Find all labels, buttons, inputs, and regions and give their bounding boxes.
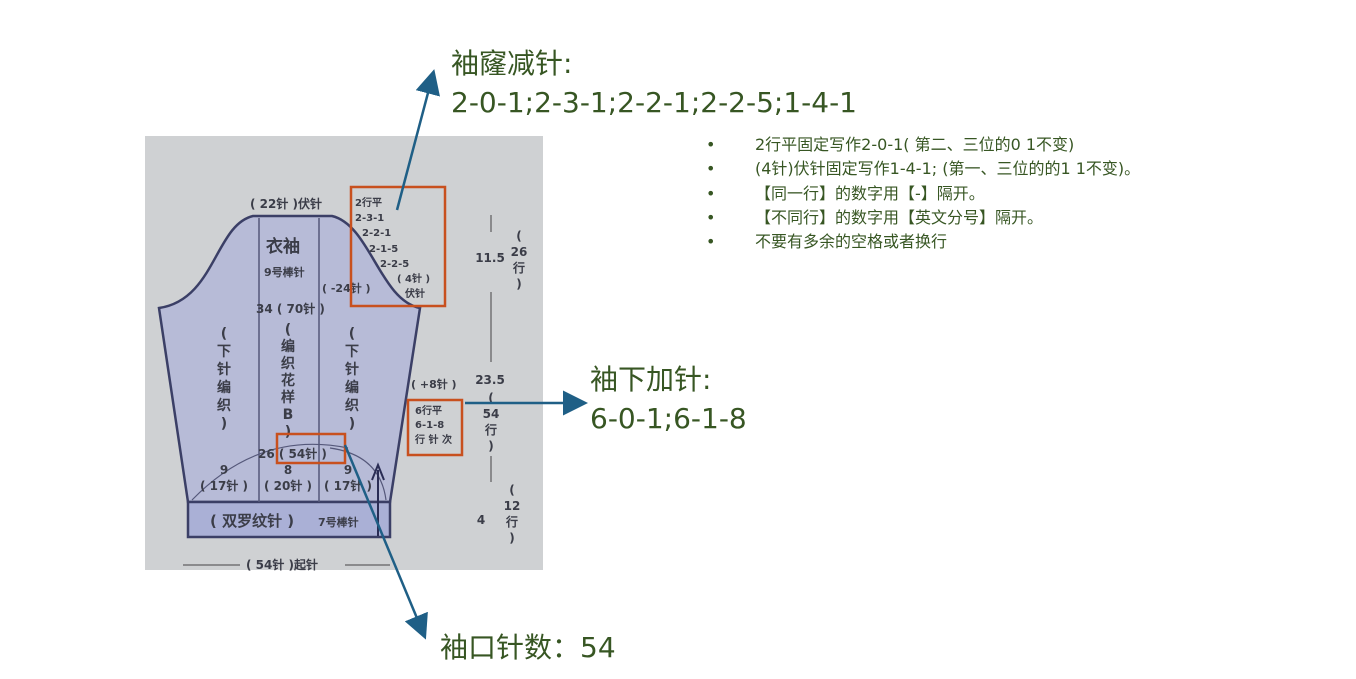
cap-row: ( 4针 ) — [397, 272, 430, 285]
note-item: • 【不同行】的数字用【英文分号】隔开。 — [706, 206, 1140, 230]
height-body-rows: ( — [488, 391, 493, 405]
underarm-title: 袖下加针: — [590, 363, 712, 396]
bullet-icon: • — [706, 232, 716, 252]
cuff-highlight-box — [275, 432, 347, 465]
armhole-arrow — [395, 69, 440, 211]
height-rib-rows: ) — [509, 531, 514, 545]
bullet-icon: • — [706, 135, 716, 154]
sleeve-title: 衣袖 — [266, 236, 300, 257]
left-panel-text: 编 — [217, 379, 231, 396]
bullet-icon: • — [706, 159, 716, 179]
increase-label: ( +8针 ) — [411, 377, 457, 391]
height-rib-rows: 12 — [504, 499, 521, 513]
top-bind-off-label: ( 22针 )伏针 — [250, 196, 322, 211]
cast-on-label: ( 54针 )起针 — [246, 557, 318, 572]
note-item: • 【同一行】的数字用【-】隔开。 — [706, 182, 1140, 206]
inc-row: 行 针 次 — [414, 433, 452, 446]
section-stitches: ( 20针 ) — [264, 478, 312, 493]
armhole-highlight-box — [349, 185, 447, 308]
height-cap: 11.5 — [475, 251, 505, 265]
left-panel-text: ( — [221, 326, 227, 342]
right-panel-text: 编 — [345, 379, 359, 396]
right-panel-text: 织 — [345, 397, 359, 414]
note-item: • 2行平固定写作2-0-1( 第二、三位的0 1不变) — [706, 133, 1140, 157]
needle-top-label: 9号棒针 — [264, 265, 305, 279]
cap-row: 伏针 — [404, 287, 425, 300]
right-panel-text: 下 — [345, 344, 359, 360]
cap-row: 2行平 — [355, 196, 382, 209]
height-cap-rows: ( — [516, 229, 521, 243]
height-rib: 4 — [477, 513, 485, 527]
center-panel-text: ) — [285, 424, 291, 440]
cap-row: 2-2-5 — [380, 259, 409, 270]
instruction-notes: • 2行平固定写作2-0-1( 第二、三位的0 1不变) • (4针)伏针固定写作1… — [706, 133, 1140, 254]
note-text: 【同一行】的数字用【-】隔开。 — [755, 183, 985, 203]
height-rib-rows: 行 — [505, 514, 518, 529]
center-panel-text: 编 — [281, 338, 295, 355]
width-upper-label: 34 ( 70针 ) — [256, 301, 325, 316]
left-panel-text: 下 — [217, 344, 231, 360]
section-cm: 9 — [220, 463, 228, 477]
cap-decrease-label: ( -24针 ) — [322, 281, 371, 295]
right-panel-text: ( — [349, 326, 355, 342]
armhole-title: 袖窿减针: — [451, 47, 573, 80]
needle-rib-label: 7号棒针 — [318, 515, 359, 529]
center-panel-text: ( — [285, 322, 291, 338]
underarm-value: 6-0-1;6-1-8 — [590, 402, 747, 435]
height-rib-rows: ( — [509, 483, 514, 497]
rib-label: ( 双罗纹针 ) — [210, 512, 294, 530]
sleeve-photo: ( 22针 )伏针 衣袖 9号棒针 ( -24针 ) 2行平 2-3-1 2-2… — [145, 136, 543, 572]
section-cm: 9 — [344, 463, 352, 477]
bullet-icon: • — [706, 207, 716, 227]
right-panel-text: 针 — [344, 361, 359, 378]
note-text: 2行平固定写作2-0-1( 第二、三位的0 1不变) — [755, 135, 1075, 154]
center-panel-text: 样 — [281, 389, 295, 406]
rib-band — [186, 500, 392, 539]
cuff-stitch-count: 袖口针数：54 — [440, 631, 616, 664]
cap-row: 2-2-1 — [362, 228, 391, 239]
underarm-highlight-box — [406, 398, 464, 457]
center-panel-text: B — [283, 407, 294, 423]
armhole-value: 2-0-1;2-3-1;2-2-1;2-2-5;1-4-1 — [451, 86, 857, 119]
bullet-icon: • — [706, 183, 716, 203]
height-cap-rows: 行 — [512, 260, 525, 275]
left-panel-text: 织 — [217, 397, 231, 414]
height-body: 23.5 — [475, 373, 505, 387]
right-panel-text: ) — [349, 416, 355, 432]
cap-row: 2-3-1 — [355, 213, 384, 224]
height-body-rows: 行 — [484, 422, 497, 437]
height-cap-rows: ) — [516, 277, 521, 291]
section-cm: 8 — [284, 463, 292, 477]
inc-row: 6行平 — [415, 404, 442, 417]
center-panel-text: 织 — [281, 355, 295, 372]
width-lower-label: 26 ( 54针 ) — [258, 446, 327, 461]
note-text: (4针)伏针固定写作1-4-1; (第一、三位的的1 1不变)。 — [755, 159, 1141, 179]
height-body-rows: 54 — [483, 407, 500, 421]
cap-row: 2-1-5 — [369, 244, 398, 255]
note-item: • (4针)伏针固定写作1-4-1; (第一、三位的的1 1不变)。 — [706, 157, 1140, 181]
note-text: 不要有多余的空格或者换行 — [755, 232, 948, 252]
note-item: • 不要有多余的空格或者换行 — [706, 230, 1140, 254]
section-stitches: ( 17针 ) — [200, 478, 248, 493]
cuff-arrow — [343, 444, 428, 640]
left-panel-text: ) — [221, 416, 227, 432]
center-panel-text: 花 — [281, 372, 295, 389]
inc-row: 6-1-8 — [415, 420, 444, 431]
height-body-rows: ) — [488, 439, 493, 453]
note-text: 【不同行】的数字用【英文分号】隔开。 — [755, 207, 1044, 227]
height-cap-rows: 26 — [511, 245, 528, 259]
left-panel-text: 针 — [216, 361, 231, 378]
